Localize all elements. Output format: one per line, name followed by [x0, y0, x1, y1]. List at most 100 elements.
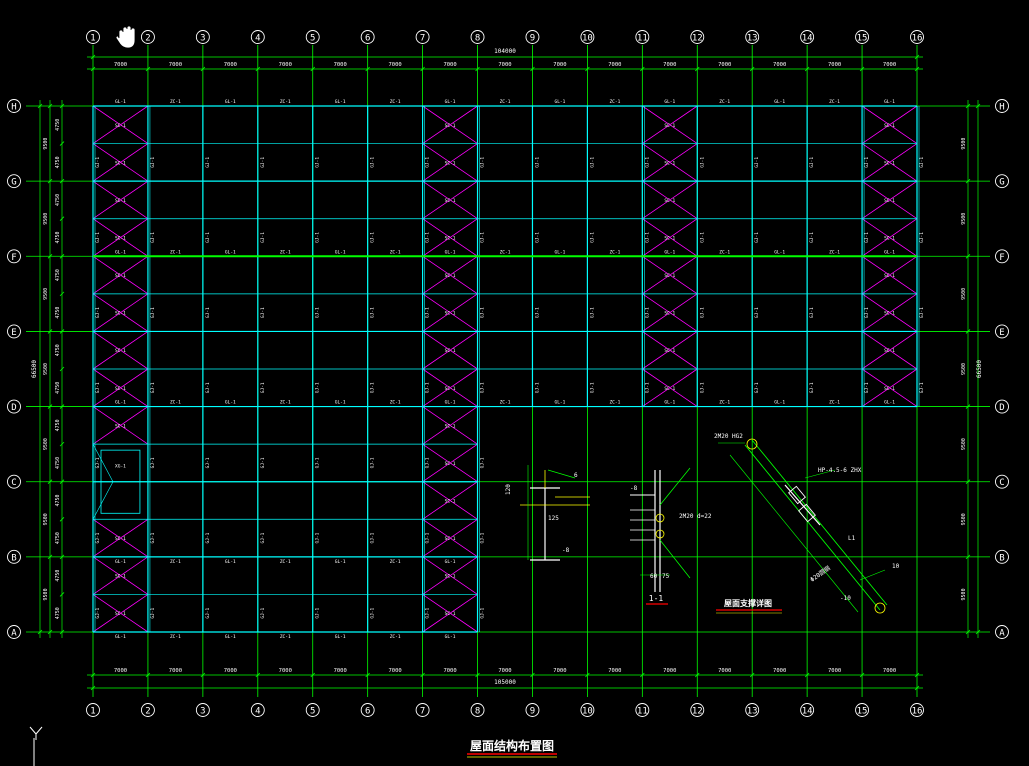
row-bubble-left-A-circle: [7, 625, 21, 639]
brace-bay1-11-b: [422, 518, 478, 558]
dim-total-left-tick-1: [37, 629, 43, 635]
dim-bay-left-tick-4: [47, 404, 53, 409]
label-brace-1-4: SC-1: [445, 273, 456, 279]
dim-bottom-7: 7000: [443, 668, 456, 674]
label-beam-F-8: GL-1: [555, 249, 566, 255]
dim-chain-top-tick-6: [420, 66, 425, 72]
dim-bay-left-tick-3: [47, 329, 53, 334]
dim-bay-left-tick-7: [47, 629, 53, 635]
row-bubble-right-A-label: A: [999, 629, 1005, 639]
col-bubble-top-3-label: 3: [200, 34, 205, 44]
label-brace-2-7: SC-1: [664, 386, 675, 392]
dim-bay-right-1: 9500: [961, 213, 967, 225]
dim-chain-bottom-tick-7: [475, 672, 480, 678]
row-bubble-left-A-label: A: [11, 629, 17, 639]
brace-bay3-7-b: [861, 368, 918, 407]
brace-bay1-13-b: [422, 594, 478, 633]
brace-bay0-2-b: [92, 180, 149, 220]
dim-half-left-tick-2: [59, 178, 65, 184]
label-brace-0-13: SC-1: [115, 611, 126, 617]
col-bubble-bottom-12-circle: [690, 703, 705, 717]
dim-chain-top-tick-4: [310, 66, 316, 72]
col-bubble-bottom-11-label: 11: [637, 707, 648, 717]
label-brace-1-7: SC-1: [445, 386, 456, 392]
brace-bay1-5-b: [422, 293, 478, 332]
col-bubble-top-9-circle: [525, 30, 540, 44]
brace-bay2-1-b: [642, 143, 698, 182]
brace-bay0-7-b: [92, 368, 149, 407]
dim-chain-top-tick-15: [914, 66, 920, 72]
dim-bottom-9: 7000: [553, 668, 566, 674]
label-beam-A-6: GL-1: [445, 634, 456, 640]
dim-top-12: 7000: [718, 62, 731, 68]
label-brace-3-1: SC-1: [884, 160, 895, 166]
label-beam-A-3: ZC-1: [280, 634, 291, 640]
col-bubble-bottom-14-label: 14: [802, 707, 813, 717]
connection-details: [520, 438, 888, 614]
label-brace-1-2: SC-1: [445, 198, 456, 204]
dim-top-4: 7000: [279, 62, 292, 68]
total-dim-right: 66500: [976, 360, 983, 378]
dim-top-15: 7000: [883, 62, 896, 68]
dim-half-left-tick-9: [59, 441, 65, 447]
dim-top-2: 7000: [169, 62, 182, 68]
dim-total-top-tick-1: [914, 54, 920, 60]
dim-half-9: 4750: [55, 457, 61, 469]
label-rafter-12-1: GJ-1: [754, 157, 760, 168]
label-beam-D-6: GL-1: [445, 400, 456, 406]
brace-bay0-12-b: [92, 556, 149, 595]
brace-bay2-7-b: [642, 368, 698, 407]
col-bubble-top-15-circle: [855, 30, 870, 44]
dim-half-left-tick-1: [59, 141, 65, 146]
col-bubble-bottom-15-circle: [855, 703, 870, 717]
detail3-rod-2: [751, 439, 888, 606]
label-beam-F-5: ZC-1: [390, 249, 401, 255]
label-brace-1-6: SC-1: [445, 348, 456, 354]
label-brace-2-1: SC-1: [664, 160, 675, 166]
dim-chain-bottom-tick-2: [200, 672, 206, 678]
label-rafter-5-3: GJ-1: [370, 232, 376, 243]
row-bubble-right-E-label: E: [999, 328, 1004, 338]
dim-bottom-5: 7000: [334, 668, 347, 674]
label-rafter-6-7: GJ-1: [425, 382, 431, 393]
label-rafter-6-5: GJ-1: [425, 307, 431, 318]
dim-top-13: 7000: [773, 62, 786, 68]
label-beam-D-14: GL-1: [884, 400, 895, 406]
label-rafter-2-7: GJ-1: [205, 382, 211, 393]
col-bubble-bottom-9-label: 9: [530, 707, 535, 717]
label-rafter-4-1: GJ-1: [315, 157, 321, 168]
col-bubble-top-12-label: 12: [692, 34, 703, 44]
col-bubble-top-7-label: 7: [420, 34, 425, 44]
col-bubble-top-1-label: 1: [90, 34, 95, 44]
dim-chain-bottom-tick-9: [585, 672, 590, 678]
label-brace-3-5: SC-1: [884, 311, 895, 317]
label-beam-D-10: GL-1: [664, 400, 675, 406]
dim-chain-top-tick-9: [585, 66, 590, 72]
detail3-end-top: [746, 438, 758, 450]
label-beam-F-9: ZC-1: [609, 249, 620, 255]
hand-pan-icon[interactable]: [115, 25, 136, 49]
label-beam-H-8: GL-1: [555, 99, 566, 105]
dim-bay-right-3: 9500: [961, 363, 967, 375]
label-beam-F-2: GL-1: [225, 249, 236, 255]
label-rafter-13-7: GJ-1: [809, 382, 815, 393]
dim-half-left-tick-14: [59, 629, 65, 635]
label-brace-0-12: SC-1: [115, 574, 126, 580]
col-bubble-bottom-8-label: 8: [475, 707, 480, 717]
brace-bay0-3-b: [92, 218, 149, 257]
col-bubble-top-14-circle: [800, 30, 815, 44]
dim-top-8: 7000: [498, 62, 511, 68]
label-rafter-12-5: GJ-1: [754, 307, 760, 318]
brace-bay0-4-b: [92, 255, 149, 295]
label-rafter-9-1: GJ-1: [589, 157, 595, 168]
col-bubble-top-10-circle: [580, 30, 595, 44]
dim-top-6: 7000: [389, 62, 402, 68]
label-beam-H-6: GL-1: [445, 99, 456, 105]
total-dim-top: 104000: [494, 48, 516, 55]
row-bubble-right-E-circle: [995, 324, 1009, 339]
row-bubble-left-H-label: H: [11, 103, 16, 113]
total-dim-bottom: 105000: [494, 679, 516, 686]
label-beam-F-11: ZC-1: [719, 249, 730, 255]
label-beam-H-5: ZC-1: [390, 99, 401, 105]
